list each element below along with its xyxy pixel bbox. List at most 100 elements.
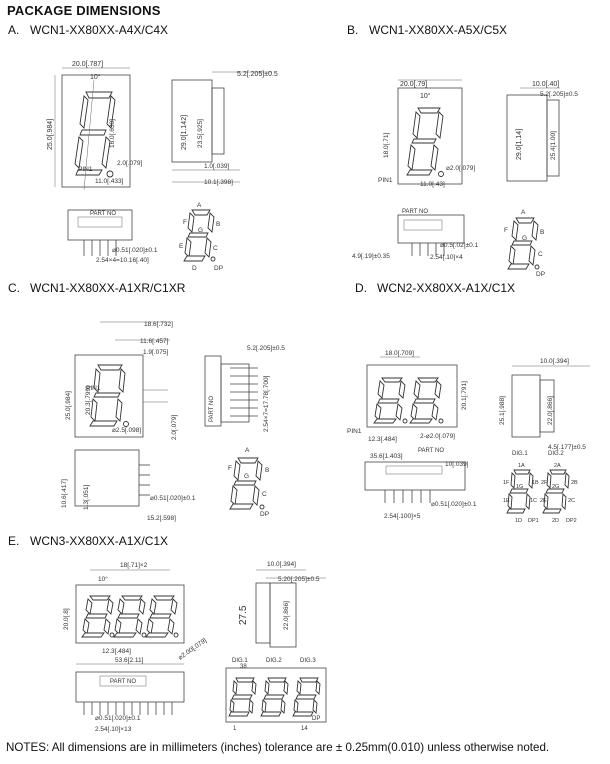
dim-d-side-inner: 22.0[.866] bbox=[547, 396, 554, 425]
dim-c-inner: 20.3[.799] bbox=[85, 386, 92, 415]
seg-label-g: G bbox=[198, 227, 203, 234]
seg-label-a-c: A bbox=[245, 447, 250, 454]
section-a-segment-diagram: A B C D E F G DP bbox=[179, 202, 223, 272]
dim-a-width: 20.0[.787] bbox=[72, 61, 103, 68]
section-letter: D. bbox=[355, 281, 367, 295]
digit-1-e bbox=[81, 595, 115, 638]
label-pin1-b: PIN1 bbox=[378, 177, 393, 184]
section-model: WCN2-XX80XX-A1X/C1X bbox=[377, 281, 516, 295]
section-c-bottom-view: 10.6[.417] 1.3[.051] ⌀0.51[.020]±0.1 15.… bbox=[61, 449, 196, 522]
label-dp-e: DP bbox=[312, 716, 320, 722]
dim-b-off: 4.9[.19]±0.35 bbox=[352, 253, 390, 260]
dim-e-side-top2: 5.20[.205]±0.5 bbox=[278, 576, 320, 583]
dim-c-seg: 2.0[.079] bbox=[171, 415, 178, 440]
section-a-bottom-view: PART NO ⌀0.51[.020]±0.1 2.54×4=10.16[.40… bbox=[67, 209, 158, 264]
dim-d-side-top: 10.0[.394] bbox=[540, 358, 569, 365]
dim-a-base: 11.0[.433] bbox=[95, 178, 124, 185]
section-e-segment-diagram: DIG.1 DIG.2 DIG.3 38 1 14 DP bbox=[225, 658, 327, 732]
label-dig1-d: DIG.1 bbox=[512, 451, 528, 457]
section-e-heading: E.WCN3-XX80XX-A1X/C1X bbox=[8, 534, 168, 548]
dim-a-angle: 10° bbox=[90, 73, 101, 81]
seg-label-b: B bbox=[216, 221, 220, 228]
dim-c-bot-off: 1.3[.051] bbox=[83, 485, 90, 510]
notes: NOTES: All dimensions are in millimeters… bbox=[6, 741, 550, 754]
section-b-segment-diagram: A B C F G DP bbox=[504, 209, 545, 278]
dim-e-base: 12.3[.484] bbox=[102, 648, 131, 655]
dim-b-seg: 18.0[.71] bbox=[383, 133, 390, 158]
dim-a-side-h: 29.0[1.142] bbox=[181, 115, 188, 150]
label-dig3-e: DIG.3 bbox=[300, 658, 316, 664]
section-b-front-view: 20.0[.79] 10° 18.0[.71] ⌀2.0[.079] 11.0[… bbox=[378, 79, 475, 188]
dim-a-height: 25.0[.984] bbox=[47, 119, 54, 150]
seg-label-g-b: G bbox=[522, 235, 527, 242]
dim-b-dp: ⌀2.0[.079] bbox=[446, 165, 475, 172]
label-part-no: PART NO bbox=[90, 211, 116, 217]
section-e-front-view: 18[.71]×2 10° 20.0[.8] 12.3[.484] ⌀2.00[… bbox=[63, 562, 208, 662]
dim-c-w1: 18.6[.732] bbox=[144, 321, 173, 328]
label-pin1-d: PIN1 bbox=[347, 428, 362, 435]
seg-label-2f: 2F bbox=[541, 480, 548, 486]
seg-label-1a: 1A bbox=[518, 463, 525, 469]
section-a-front-view: 20.0[.787] 10° 25.0[.984] 16.0[.630] 2.0… bbox=[47, 61, 142, 191]
dim-e-h: 20.0[.8] bbox=[63, 608, 70, 630]
label-pin1: PIN1 bbox=[78, 166, 93, 173]
dim-b-side-h: 29.0[1.14] bbox=[516, 129, 523, 160]
dim-c-dp: ⌀2.5[.098] bbox=[112, 427, 141, 434]
section-b-bottom-view: PART NO ⌀0.5[.02]±0.1 4.9[.19]±0.35 2.54… bbox=[352, 209, 479, 261]
label-dig2-e: DIG.2 bbox=[266, 658, 282, 664]
label-part-no-b: PART NO bbox=[402, 209, 428, 215]
seg-label-1d: 1D bbox=[515, 518, 522, 524]
dim-c-bot-h: 10.6[.417] bbox=[61, 479, 68, 508]
section-c-side-view: PART NO 5.2[.205]±0.5 2.54×7=17.78[.700] bbox=[204, 345, 285, 432]
section-a-side-view: 5.2[.205]±0.5 29.0[1.142] 23.5[.925] 1.0… bbox=[171, 71, 278, 186]
section-model: WCN1-XX80XX-A5X/C5X bbox=[369, 23, 508, 37]
seg-label-c-c: C bbox=[262, 491, 267, 498]
dim-b-pitch: 2.54[.10]×4 bbox=[430, 254, 463, 261]
label-part-no-e: PART NO bbox=[110, 679, 136, 685]
dim-e-bot-pin: ⌀0.51[.020]±0.1 bbox=[95, 715, 141, 722]
dim-b-side-top: 10.0[.40] bbox=[532, 81, 559, 88]
dim-d-bot-pitch: 2.54[.100]×5 bbox=[384, 513, 421, 520]
section-model: WCN1-XX80XX-A1XR/C1XR bbox=[30, 281, 186, 295]
label-part-no-d: PART NO bbox=[418, 448, 444, 454]
dim-d-side-bot: 4.5[.177]±0.5 bbox=[548, 444, 586, 451]
section-letter: E. bbox=[8, 534, 20, 548]
seg-label-c: C bbox=[213, 245, 218, 252]
section-c-segment-diagram: A B C F G DP bbox=[228, 447, 269, 518]
seg-label-dp-b: DP bbox=[536, 271, 545, 278]
dim-c-w2: 11.6[.457] bbox=[140, 338, 169, 345]
dim-c-bot-w: 15.2[.598] bbox=[147, 515, 176, 522]
page-title: PACKAGE DIMENSIONS bbox=[7, 3, 161, 18]
dim-c-pitch: 2.54×7=17.78[.700] bbox=[263, 375, 270, 432]
section-d-bottom-view: PART NO 35.6[1.403] 10[.039] ⌀0.51[.020]… bbox=[364, 448, 477, 520]
dim-b-width: 20.0[.79] bbox=[400, 81, 427, 88]
seg-label-e: E bbox=[179, 243, 184, 250]
dim-d-bot-w: 35.6[1.403] bbox=[370, 453, 403, 460]
dim-d-w: 18.0[.709] bbox=[385, 350, 414, 357]
section-d-side-view: 10.0[.394] 25.1[.988] 22.0[.866] 4.5[.17… bbox=[499, 358, 590, 451]
seg-label-b-c: B bbox=[265, 467, 269, 474]
seg-label-c-b: C bbox=[538, 251, 543, 258]
dim-a-pin: ⌀0.51[.020]±0.1 bbox=[112, 247, 158, 254]
section-c-front-view: 18.6[.732] 11.6[.457] 1.9[.075] 25.0[.98… bbox=[65, 321, 178, 440]
digit-2 bbox=[409, 377, 444, 424]
label-dig1-e: DIG.1 bbox=[232, 658, 248, 664]
dim-a-dp: 2.0[.079] bbox=[117, 160, 142, 167]
dim-a-side-b1: 1.0[.039] bbox=[204, 163, 229, 170]
seg-label-f-b: F bbox=[504, 227, 508, 234]
dim-d-base: 12.3[.484] bbox=[368, 436, 397, 443]
label-pin1-c: PIN1 bbox=[86, 385, 101, 392]
seg-label-dp2: DP2 bbox=[566, 518, 577, 524]
section-d-segment-diagram: DIG.1 DIG.2 1A 2A 1F 1B 2F 2B 1G 2G 1E 1… bbox=[503, 451, 578, 524]
dim-e-side-inner: 22.0[.866] bbox=[283, 601, 290, 630]
digit-2-e bbox=[113, 595, 147, 638]
section-e-bottom-view: 53.6[2.11] PART NO ⌀0.51[.020]±0.1 2.54[… bbox=[75, 657, 185, 733]
label-pin-38: 38 bbox=[240, 664, 247, 670]
dim-e-bot-pitch: 2.54[.10]×13 bbox=[95, 726, 132, 733]
dim-c-h: 25.0[.984] bbox=[65, 391, 72, 420]
seg-label-2g: 2G bbox=[552, 484, 559, 490]
seg-label-f-c: F bbox=[228, 465, 232, 472]
dim-d-side-h: 25.1[.988] bbox=[499, 396, 506, 425]
dim-a-pitch: 2.54×4=10.16[.40] bbox=[96, 257, 149, 264]
